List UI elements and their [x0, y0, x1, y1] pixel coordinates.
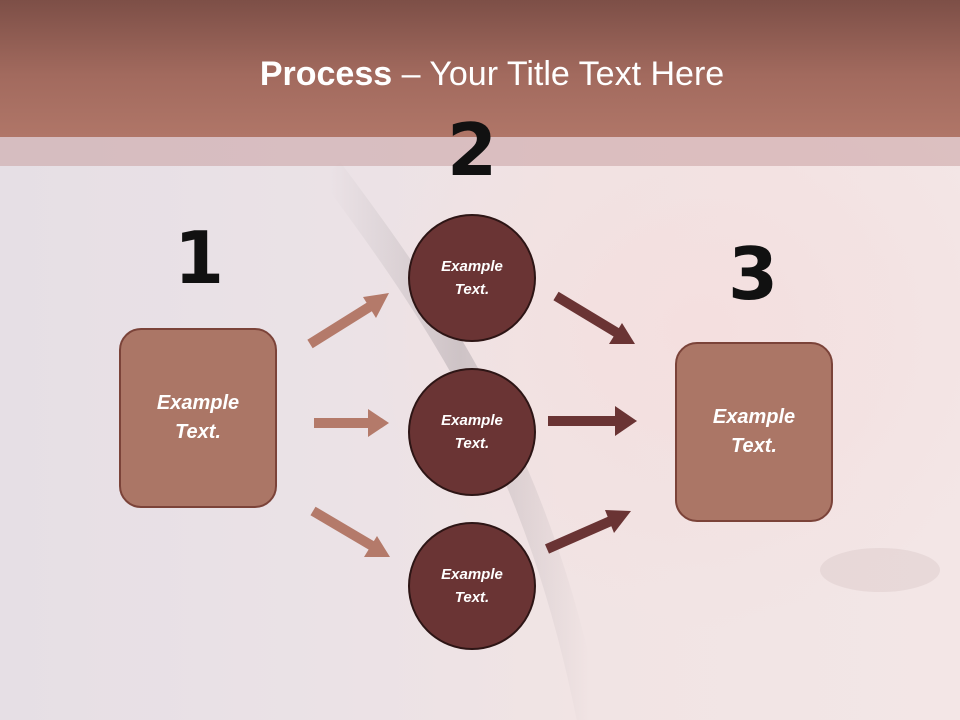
step-1-box: Example Text.	[119, 328, 277, 508]
title-bar-band	[0, 137, 960, 166]
step-3-box: Example Text.	[675, 342, 833, 522]
step-2-circle-middle: Example Text.	[408, 368, 536, 496]
arrow-top-to-3	[553, 291, 635, 344]
slide-title: Process – Your Title Text Here	[0, 52, 960, 96]
slide-title-bold: Process	[259, 55, 393, 93]
arrow-1-to-middle	[314, 409, 389, 437]
arrow-1-to-top	[307, 293, 389, 349]
arrow-bottom-to-3	[544, 510, 631, 554]
arrow-middle-to-3	[548, 406, 637, 436]
slide-title-rest: – Your Title Text Here	[392, 55, 725, 93]
step-number-1: 1	[173, 216, 225, 300]
step-number-3: 3	[727, 232, 779, 316]
step-number-2: 2	[446, 108, 498, 192]
step-3-box-text: Example Text.	[712, 406, 796, 457]
step-1-box-text: Example Text.	[156, 392, 240, 443]
step-2-circle-top: Example Text.	[408, 214, 536, 342]
step-2-circle-bottom: Example Text.	[408, 522, 536, 650]
step-2-circle-middle-text: Example Text.	[441, 412, 503, 452]
step-2-circle-bottom-text: Example Text.	[441, 566, 503, 606]
step-2-circle-top-text: Example Text.	[441, 258, 503, 298]
arrow-1-to-bottom	[310, 506, 390, 557]
title-bar	[0, 0, 960, 137]
